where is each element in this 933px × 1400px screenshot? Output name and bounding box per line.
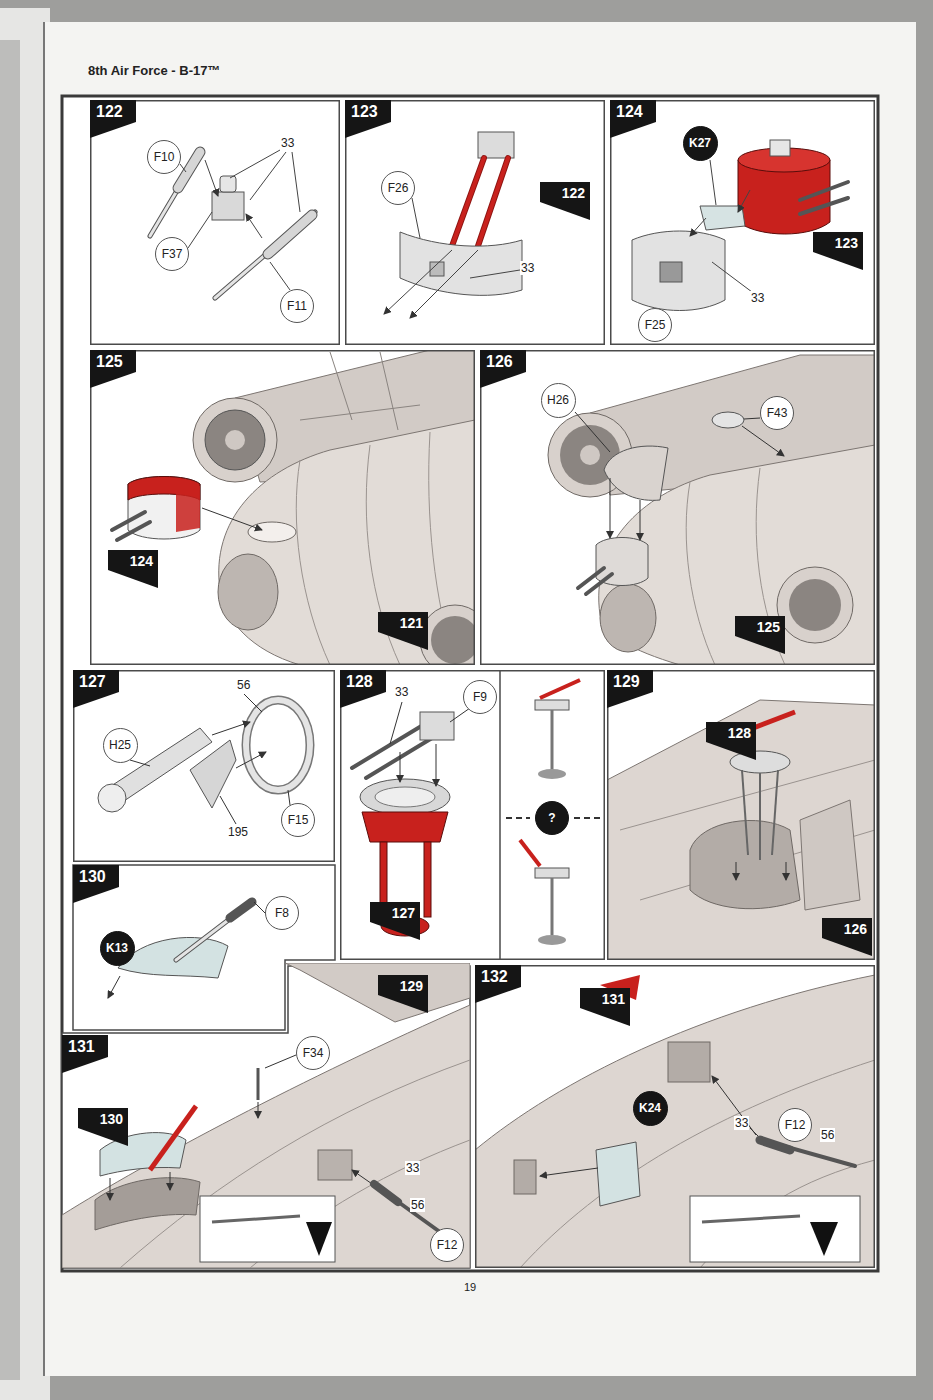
part-number: K24 (639, 1101, 661, 1115)
step-reference: 129 (378, 975, 428, 995)
part-callout: F37 (155, 237, 189, 271)
step-panel: 125 124 121 (90, 350, 475, 665)
part-number: ? (548, 811, 555, 825)
step-panel: 124K27F25 123 (610, 100, 875, 345)
step-reference: 126 (822, 918, 872, 938)
part-callout: F43 (760, 396, 794, 430)
step-reference: 125 (735, 616, 785, 636)
step-number: 128 (340, 670, 386, 692)
part-number: F37 (162, 247, 183, 261)
step-panel: 132 131K24F12 (475, 965, 875, 1268)
step-panel: 122F10F37F11 (90, 100, 340, 345)
reference-number: 123 (835, 235, 858, 251)
reference-number: 121 (400, 615, 423, 631)
step-reference: 127 (370, 902, 420, 922)
part-label: 56 (410, 1198, 425, 1212)
step-reference: 123 (813, 232, 863, 252)
step-panel: 127H25F15 (73, 670, 335, 862)
step-number: 130 (73, 865, 119, 887)
part-callout: F34 (296, 1036, 330, 1070)
reference-number: 128 (728, 725, 751, 741)
part-number: K13 (106, 941, 128, 955)
step-number: 129 (607, 670, 653, 692)
step-number: 127 (73, 670, 119, 692)
part-number: F12 (785, 1118, 806, 1132)
part-callout: K27 (683, 126, 718, 161)
part-callout: F12 (778, 1108, 812, 1142)
part-callout: F26 (381, 171, 415, 205)
step-number: 132 (475, 965, 521, 987)
part-number: F11 (287, 299, 307, 313)
reference-number: 124 (130, 553, 153, 569)
step-panel: 130K13 F8 (73, 865, 335, 1030)
reference-number: 131 (602, 991, 625, 1007)
step-panel: 126H26F43 125 (480, 350, 875, 665)
step-reference: 131 (580, 988, 630, 1008)
part-number: H25 (109, 738, 131, 752)
reference-number: 127 (392, 905, 415, 921)
step-panel: 129 128 126 (607, 670, 875, 960)
part-number: F25 (645, 318, 666, 332)
page-number: 19 (463, 1280, 477, 1294)
part-label: 33 (750, 291, 765, 305)
step-reference: 124 (108, 550, 158, 570)
part-number: F43 (767, 406, 788, 420)
part-callout: H25 (103, 728, 138, 763)
step-panel: 128F9 127? (340, 670, 605, 960)
part-callout: K13 (100, 931, 135, 966)
part-label: 56 (820, 1128, 835, 1142)
part-number: H26 (547, 393, 569, 407)
part-callout: H26 (541, 383, 576, 418)
step-number: 123 (345, 100, 391, 122)
step-panel: 123F26 122 (345, 100, 605, 345)
part-label: 33 (520, 261, 535, 275)
part-number: F9 (473, 690, 487, 704)
part-callout: F10 (147, 140, 181, 174)
part-number: F26 (388, 181, 409, 195)
page-title: 8th Air Force - B-17™ (88, 63, 220, 78)
part-callout: F25 (638, 308, 672, 342)
part-number: F8 (275, 906, 289, 920)
part-label: 33 (280, 136, 295, 150)
step-number: 126 (480, 350, 526, 372)
step-panel: 131 130 F34F12 (62, 1035, 470, 1268)
part-number: F12 (437, 1238, 458, 1252)
part-label: 33 (394, 685, 409, 699)
step-reference: 130 (78, 1108, 128, 1128)
step-number: 125 (90, 350, 136, 372)
reference-number: 129 (400, 978, 423, 994)
step-reference: 122 (540, 182, 590, 202)
reference-number: 125 (757, 619, 780, 635)
step-reference: 128 (706, 722, 756, 742)
step-reference: 121 (378, 612, 428, 632)
part-callout: F12 (430, 1228, 464, 1262)
reference-number: 126 (844, 921, 867, 937)
reference-number: 122 (562, 185, 585, 201)
part-callout: F11 (280, 289, 314, 323)
step-number: 131 (62, 1035, 108, 1057)
reference-number: 130 (100, 1111, 123, 1127)
part-number: F34 (303, 1046, 324, 1060)
part-number: F10 (154, 150, 175, 164)
step-number: 122 (90, 100, 136, 122)
part-callout: F9 (463, 680, 497, 714)
part-callout: K24 (633, 1091, 668, 1126)
part-callout: ? (535, 801, 569, 835)
part-label: 195 (227, 825, 249, 839)
part-label: 33 (405, 1161, 420, 1175)
part-callout: F8 (265, 896, 299, 930)
part-label: 56 (236, 678, 251, 692)
part-callout: F15 (281, 803, 315, 837)
step-number: 124 (610, 100, 656, 122)
part-label: 33 (734, 1116, 749, 1130)
part-number: F15 (288, 813, 309, 827)
part-number: K27 (689, 136, 711, 150)
